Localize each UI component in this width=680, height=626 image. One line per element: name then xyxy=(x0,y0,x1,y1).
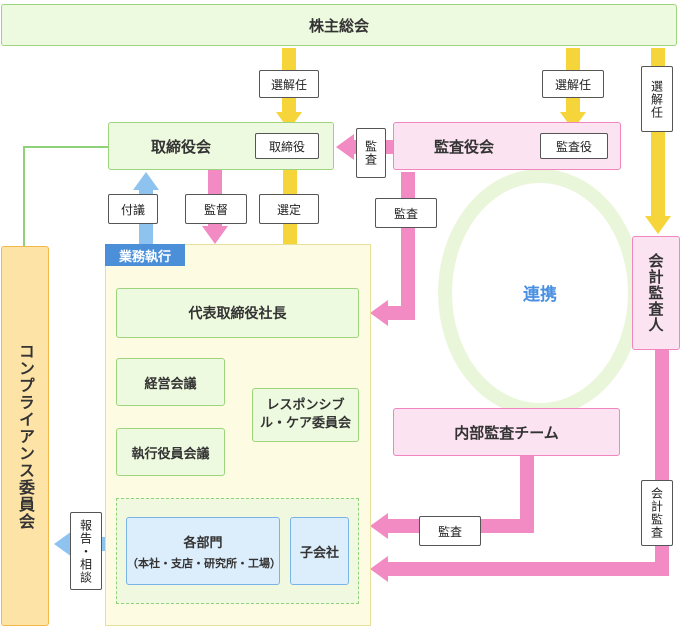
compliance-committee: コンプライアンス委員会 xyxy=(1,246,49,626)
submit-label: 付議 xyxy=(108,194,158,224)
shareholders-meeting: 株主総会 xyxy=(1,4,677,46)
accounting-auditor: 会計監査人 xyxy=(632,236,680,350)
elect-label-audit: 選解任 xyxy=(542,70,604,98)
board-title: 取締役会 xyxy=(150,137,211,156)
internal-audit-team: 内部監査チーム xyxy=(393,408,620,456)
accounting-audit-label: 会計監査 xyxy=(641,480,673,546)
elect-label-auditor: 選解任 xyxy=(641,66,673,132)
departments-title: 各部門 xyxy=(183,535,223,551)
audit-label-internal: 監査 xyxy=(419,516,481,546)
board-director-label: 取締役 xyxy=(255,133,319,159)
business-execution-tag: 業務執行 xyxy=(105,244,185,266)
audit-board-title: 監査役会 xyxy=(433,137,494,156)
appoint-label: 選定 xyxy=(259,194,319,224)
president: 代表取締役社長 xyxy=(116,288,359,338)
departments-sub: （本社・支店・研究所・工場） xyxy=(127,556,281,570)
audit-label-board: 監査 xyxy=(356,128,386,178)
audit-label-execution: 監査 xyxy=(375,198,437,228)
responsible-care-committee: レスポンシブル・ケア委員会 xyxy=(252,388,359,442)
board-of-directors: 取締役会 取締役 xyxy=(108,122,334,170)
management-meeting: 経営会議 xyxy=(116,358,225,406)
relation-label: 連携 xyxy=(523,284,557,305)
report-label: 報告・相談 xyxy=(70,512,102,590)
audit-board-auditor-label: 監査役 xyxy=(540,133,608,159)
departments: 各部門 （本社・支店・研究所・工場） xyxy=(126,517,281,585)
elect-label-board: 選解任 xyxy=(259,70,319,98)
subsidiaries: 子会社 xyxy=(290,517,349,585)
executive-officers-meeting: 執行役員会議 xyxy=(116,428,225,476)
audit-board: 監査役会 監査役 xyxy=(393,122,621,170)
supervise-label: 監督 xyxy=(185,194,247,224)
